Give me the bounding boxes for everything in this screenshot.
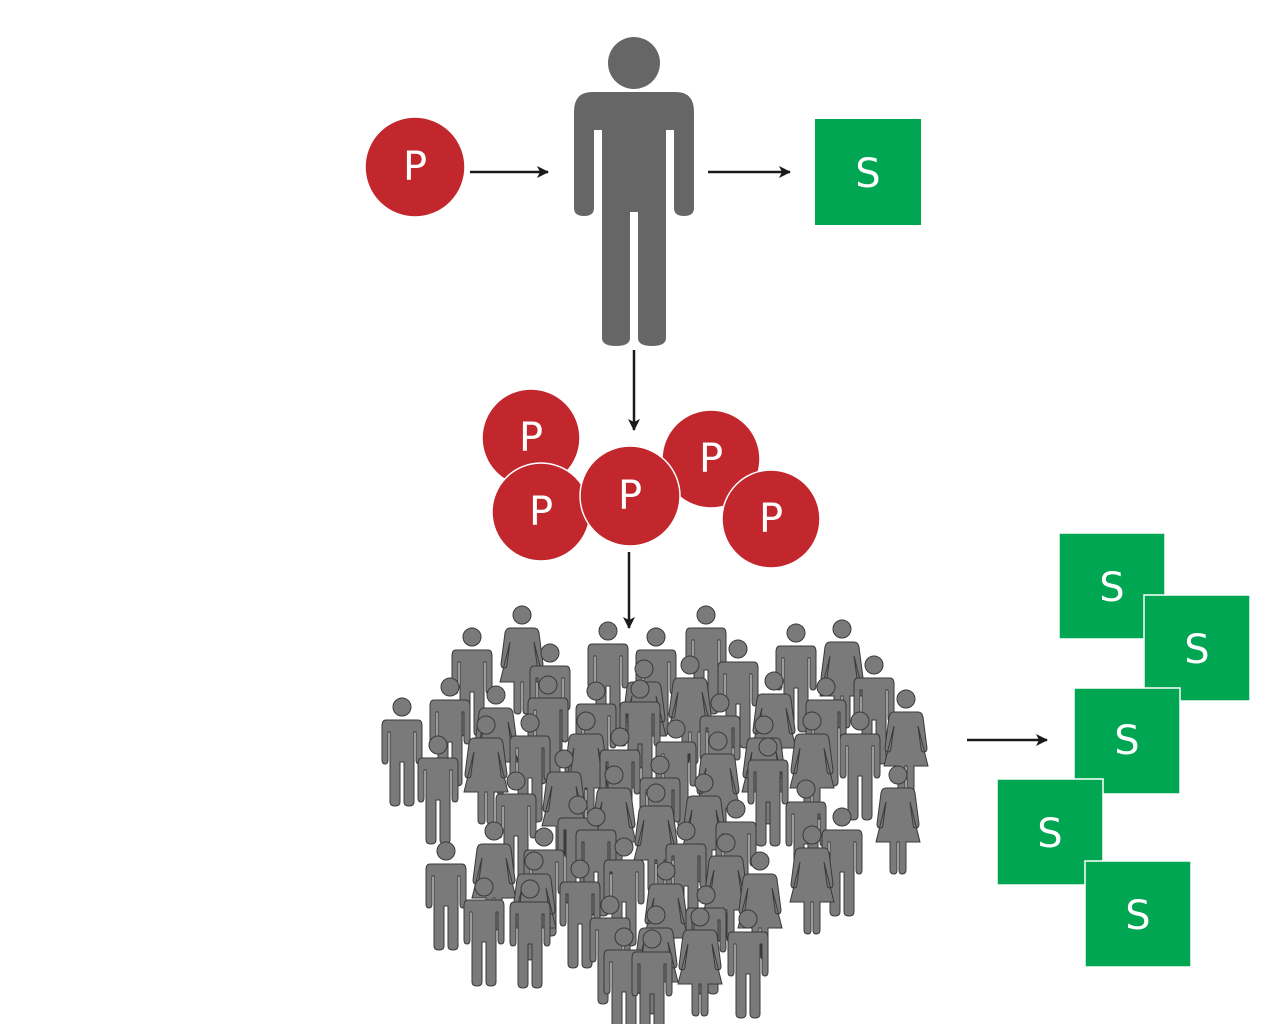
single-product-circle: P xyxy=(364,116,466,218)
crowd-icon xyxy=(381,605,929,1024)
product-circle: P xyxy=(579,445,681,547)
sale-label: S xyxy=(1184,627,1209,673)
product-circle: P xyxy=(491,462,591,562)
sale-square: S xyxy=(1084,860,1192,968)
single-product-label: P xyxy=(403,144,427,190)
single-sale-label: S xyxy=(855,151,880,197)
sale-label: S xyxy=(1114,718,1139,764)
sale-label: S xyxy=(1037,811,1062,857)
sales-stack: S S S S S xyxy=(996,532,1251,968)
product-circle: P xyxy=(661,409,761,509)
product-label: P xyxy=(529,489,553,535)
product-label: P xyxy=(519,415,543,461)
person-icon xyxy=(574,37,694,346)
product-circle: P xyxy=(481,388,581,488)
sale-square: S xyxy=(1073,687,1181,795)
product-label: P xyxy=(759,496,783,542)
sale-label: S xyxy=(1125,893,1150,939)
crowd-person-icon xyxy=(381,697,423,807)
crowd-person-icon xyxy=(425,841,467,951)
sale-label: S xyxy=(1099,565,1124,611)
product-label: P xyxy=(699,436,723,482)
single-sale-square: S xyxy=(815,119,921,225)
product-circle: P xyxy=(721,469,821,569)
product-label: P xyxy=(618,473,642,519)
product-cluster: P P P P P xyxy=(481,388,821,569)
sale-square: S xyxy=(1143,594,1251,702)
